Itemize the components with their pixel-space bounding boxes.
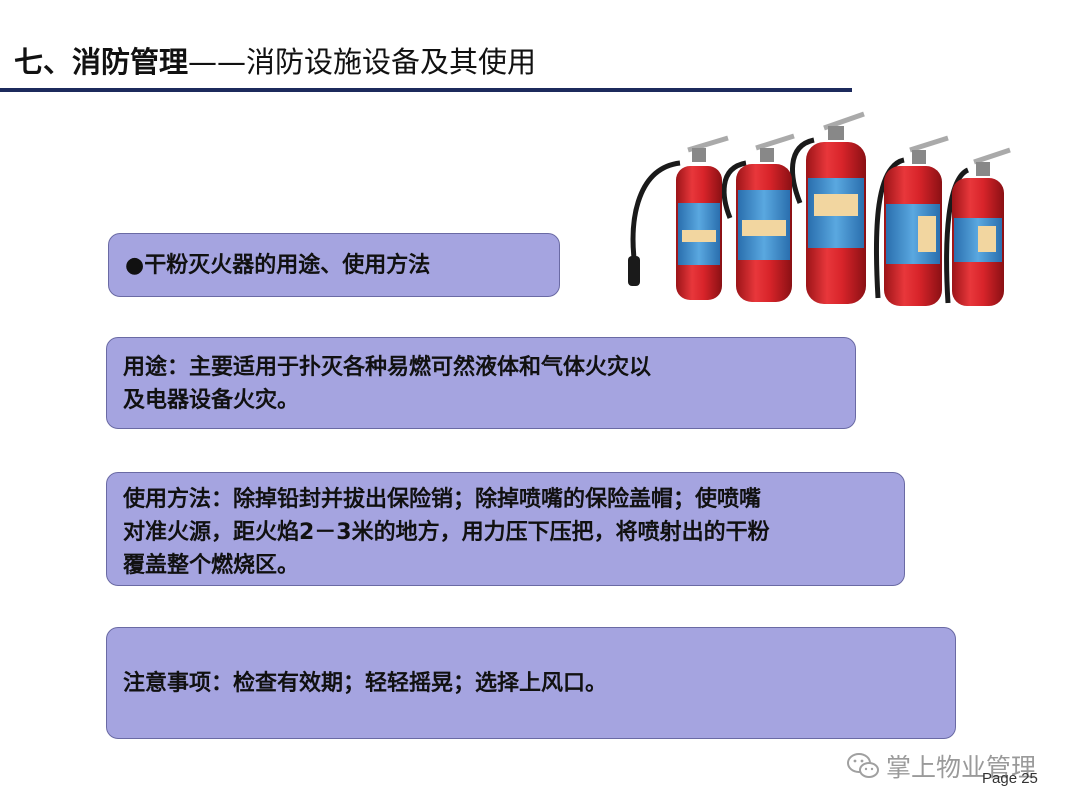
wechat-icon — [847, 753, 879, 778]
heading-box: ●干粉灭火器的用途、使用方法 — [108, 233, 560, 297]
notes-text: 注意事项：检查有效期；轻轻摇晃；选择上风口。 — [123, 670, 608, 696]
usage-line-2: 及电器设备火灾。 — [123, 388, 300, 413]
usage-box: 用途：主要适用于扑灭各种易燃可然液体和气体火灾以 及电器设备火灾。 — [106, 337, 856, 429]
heading-text: ●干粉灭火器的用途、使用方法 — [125, 252, 431, 278]
notes-box: 注意事项：检查有效期；轻轻摇晃；选择上风口。 — [106, 627, 956, 739]
method-box: 使用方法：除掉铅封并拔出保险销；除掉喷嘴的保险盖帽；使喷嘴 对准火源，距火焰2－… — [106, 472, 905, 586]
title-underline — [0, 88, 852, 92]
method-line-1: 使用方法：除掉铅封并拔出保险销；除掉喷嘴的保险盖帽；使喷嘴 — [123, 487, 762, 512]
page-title: 七、消防管理——消防设施设备及其使用 — [14, 44, 536, 80]
title-subtitle: ——消防设施设备及其使用 — [188, 45, 537, 79]
method-line-3: 覆盖整个燃烧区。 — [123, 553, 300, 578]
page-number: Page 25 — [982, 770, 1038, 787]
fire-extinguishers-image — [618, 108, 1028, 308]
watermark: 掌上物业管理 — [846, 748, 1036, 784]
title-section: 七、消防管理 — [14, 45, 189, 79]
usage-line-1: 用途：主要适用于扑灭各种易燃可然液体和气体火灾以 — [123, 355, 652, 380]
method-line-2: 对准火源，距火焰2－3米的地方，用力压下压把，将喷射出的干粉 — [123, 520, 770, 545]
fire-extinguisher-icon — [628, 111, 1011, 306]
watermark-text: 掌上物业管理 — [886, 753, 1037, 782]
